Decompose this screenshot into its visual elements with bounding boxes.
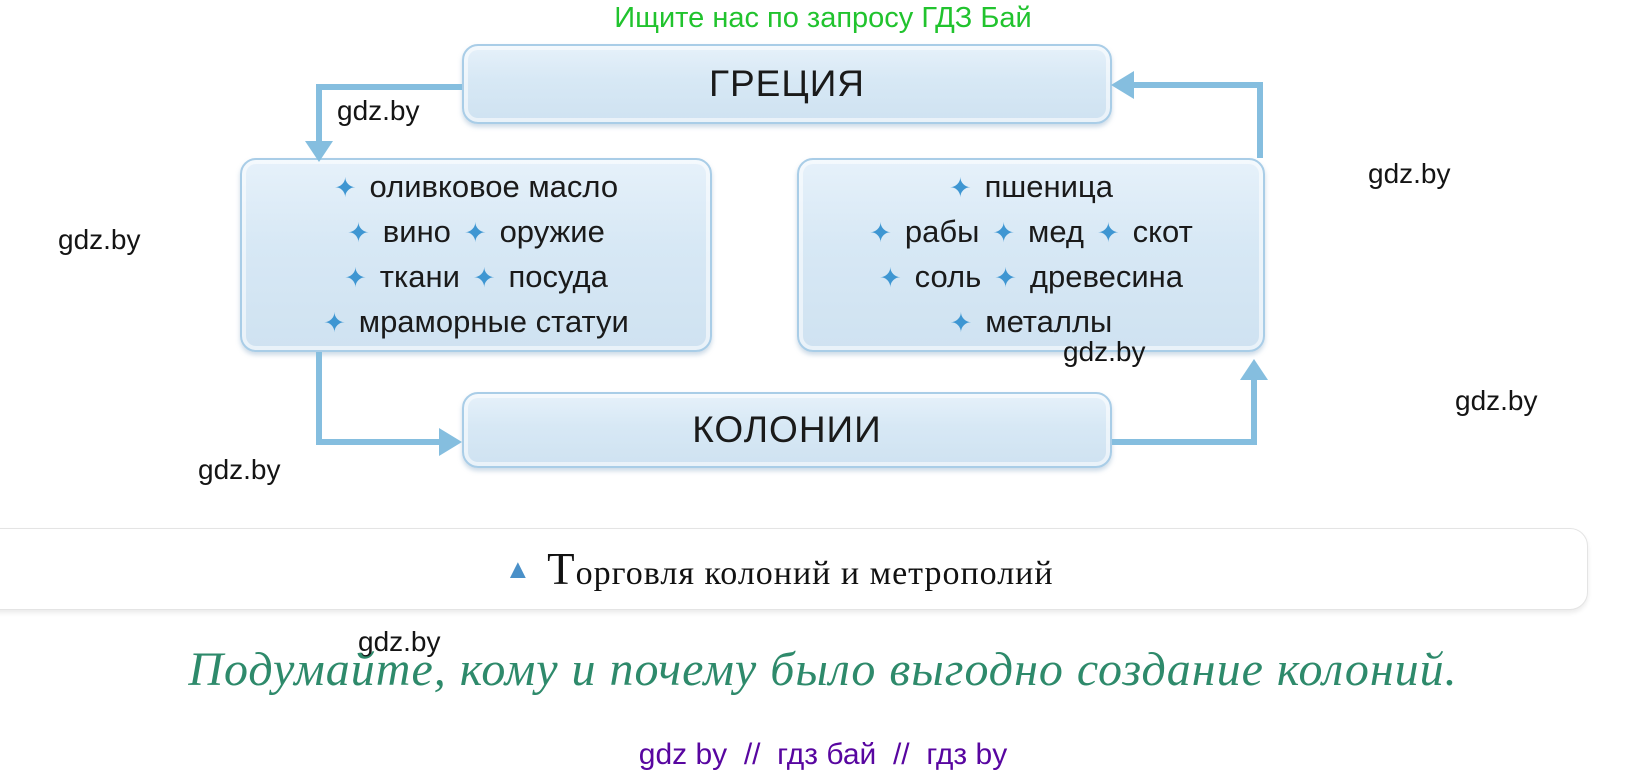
star-bullet-icon: ✦ — [463, 218, 487, 248]
watermark-text: gdz.by — [198, 454, 281, 485]
star-bullet-icon: ✦ — [994, 263, 1017, 293]
greece-box-label: ГРЕЦИЯ — [708, 63, 866, 104]
caption-text: Торговля колоний и метрополий — [547, 543, 1053, 595]
arrow-exports-to-colonies-segment — [316, 439, 440, 445]
arrow-right-icon — [439, 428, 462, 456]
watermark-text: gdz.by — [58, 224, 141, 255]
star-bullet-icon: ✦ — [344, 263, 367, 293]
colonies-box: КОЛОНИИ — [462, 392, 1112, 468]
greece-box: ГРЕЦИЯ — [462, 44, 1112, 124]
question-text: Подумайте, кому и почему было выгодно со… — [188, 643, 1458, 696]
goods-item: рабы — [904, 214, 980, 249]
caption-rest: орговля колоний и метрополий — [575, 555, 1054, 592]
caption-first-letter: Т — [547, 544, 576, 594]
star-bullet-icon: ✦ — [472, 263, 496, 293]
goods-item: мраморные статуи — [358, 304, 629, 339]
colonies-exports-box: ✦ пшеница ✦ рабы ✦ мед ✦ скот ✦ соль ✦ д… — [797, 158, 1265, 352]
watermark-text: gdz.by — [1368, 158, 1451, 189]
arrow-up-icon — [1240, 359, 1268, 380]
arrow-colonies-to-imports-segment — [1112, 439, 1257, 445]
arrow-exports-to-colonies-segment — [316, 352, 322, 445]
arrow-down-icon — [305, 141, 333, 162]
arrow-left-icon — [1111, 71, 1134, 99]
arrow-greece-to-exports-segment — [316, 84, 462, 90]
star-bullet-icon: ✦ — [333, 173, 357, 203]
goods-item: соль — [914, 259, 982, 294]
goods-item: скот — [1132, 214, 1193, 249]
goods-line: ✦ мраморные статуи — [323, 300, 629, 345]
colonies-box-label: КОЛОНИИ — [692, 409, 882, 450]
star-bullet-icon: ✦ — [992, 218, 1015, 248]
goods-line: ✦ металлы — [950, 300, 1113, 345]
goods-item: древесина — [1029, 259, 1183, 294]
greece-exports-box: ✦ оливковое масло ✦ вино ✦ оружие ✦ ткан… — [240, 158, 712, 352]
goods-item: металлы — [985, 304, 1113, 339]
header-banner: Ищите нас по запросу ГДЗ Бай — [614, 2, 1032, 34]
arrow-imports-to-greece-segment — [1133, 82, 1263, 88]
star-bullet-icon: ✦ — [323, 308, 346, 338]
watermark-text: gdz.by — [358, 626, 441, 657]
triangle-marker-icon: ▲ — [504, 553, 532, 584]
goods-item: оружие — [499, 214, 605, 249]
goods-line: ✦ ткани ✦ посуда — [344, 255, 608, 300]
star-bullet-icon: ✦ — [1096, 218, 1120, 248]
goods-line: ✦ соль ✦ древесина — [879, 255, 1183, 300]
caption-bar: ▲ Торговля колоний и метрополий — [0, 528, 1588, 610]
watermark-text: gdz.by — [1455, 385, 1538, 416]
goods-item: ткани — [379, 259, 460, 294]
goods-line: ✦ рабы ✦ мед ✦ скот — [869, 210, 1193, 255]
star-bullet-icon: ✦ — [949, 173, 972, 203]
goods-line: ✦ оливковое масло — [334, 165, 618, 210]
watermark-text: gdz.by — [1063, 336, 1146, 367]
star-bullet-icon: ✦ — [878, 263, 902, 293]
goods-item: мед — [1028, 214, 1084, 249]
arrow-greece-to-exports-segment — [316, 84, 322, 142]
arrow-colonies-to-imports-segment — [1251, 379, 1257, 445]
goods-item: оливковое масло — [369, 169, 619, 204]
arrow-imports-to-greece-segment — [1257, 82, 1263, 158]
footer-text: gdz by // гдз бай // гдз by — [638, 738, 1008, 771]
goods-item: вино — [382, 214, 451, 249]
star-bullet-icon: ✦ — [949, 308, 973, 338]
watermark-text: gdz.by — [337, 95, 420, 126]
goods-item: посуда — [508, 259, 608, 294]
star-bullet-icon: ✦ — [347, 218, 370, 248]
goods-item: пшеница — [984, 169, 1113, 204]
goods-line: ✦ пшеница — [949, 165, 1113, 210]
star-bullet-icon: ✦ — [869, 218, 892, 248]
goods-line: ✦ вино ✦ оружие — [347, 210, 605, 255]
